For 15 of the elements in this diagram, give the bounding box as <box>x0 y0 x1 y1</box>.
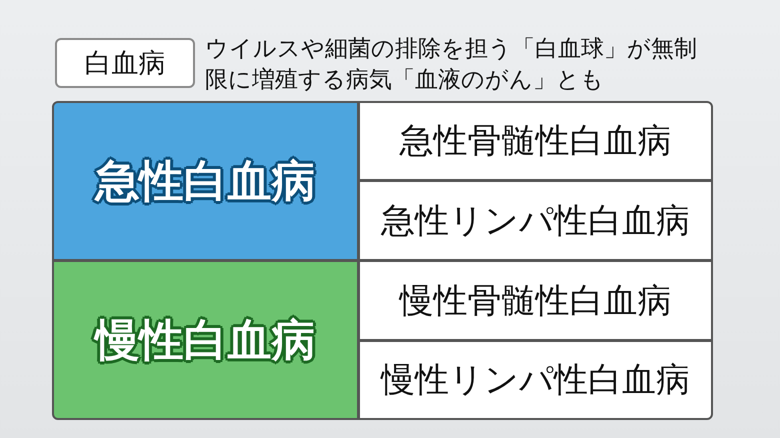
subtype-label: 慢性リンパ性白血病 <box>381 359 690 402</box>
subtype-row <box>358 260 713 341</box>
category-header <box>52 101 359 261</box>
category-label: 慢性白血病 <box>96 314 316 368</box>
title-tag <box>55 38 195 88</box>
category-label: 急性白血病 <box>96 154 316 208</box>
tag-label: 白血病 <box>84 47 166 81</box>
subtype-row <box>358 101 713 181</box>
subtype-label: 急性骨髄性白血病 <box>400 120 672 163</box>
category-header <box>52 260 359 420</box>
description-text: ウイルスや細菌の排除を担う「白血球」が無制限に増殖する病気「血液のがん」とも <box>205 35 698 95</box>
subtype-label: 急性リンパ性白血病 <box>381 200 690 242</box>
subtype-row <box>358 340 713 420</box>
subtype-label: 慢性骨髄性白血病 <box>400 280 672 322</box>
subtype-row <box>358 180 713 261</box>
